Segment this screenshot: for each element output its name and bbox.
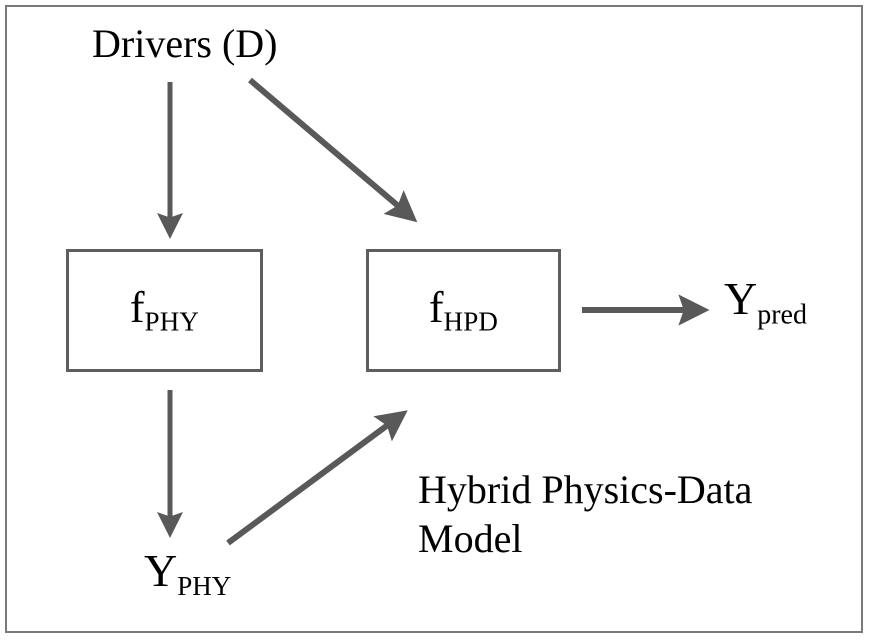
y-pred-subscript: pred	[757, 299, 807, 331]
node-label-y-phy: YPHY	[144, 548, 231, 600]
f-phy-base: f	[129, 282, 145, 332]
node-label-drivers: Drivers (D)	[92, 24, 278, 64]
caption-line-2: Model	[418, 515, 523, 561]
node-box-f-phy[interactable]: fPHY	[66, 249, 263, 372]
y-phy-base: Y	[144, 545, 178, 596]
f-hpd-base: f	[428, 282, 444, 332]
y-pred-base: Y	[724, 273, 758, 324]
node-label-y-pred: Ypred	[724, 276, 807, 330]
drivers-text: Drivers (D)	[92, 21, 278, 66]
diagram-caption: Hybrid Physics-Data Model	[418, 466, 838, 564]
f-phy-label: fPHY	[129, 282, 200, 337]
node-box-f-hpd[interactable]: fHPD	[366, 249, 561, 372]
f-hpd-subscript: HPD	[443, 306, 499, 337]
f-hpd-label: fHPD	[428, 282, 499, 337]
f-phy-subscript: PHY	[144, 306, 200, 337]
caption-line-1: Hybrid Physics-Data	[418, 467, 753, 512]
y-phy-subscript: PHY	[177, 571, 232, 602]
